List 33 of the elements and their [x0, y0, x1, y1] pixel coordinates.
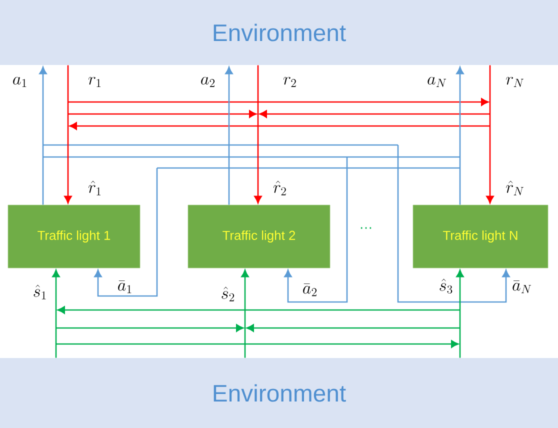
ellipsis-label: … [360, 227, 372, 229]
symbol-label: $\bar{a}_N$ [512, 280, 532, 294]
arrow [254, 65, 262, 204]
symbol-label: $\bar{a}_2$ [303, 284, 317, 296]
arrow [456, 270, 464, 358]
traffic-light-box: Traffic light 1 [8, 204, 140, 268]
traffic-light-box: Traffic light 2 [188, 204, 330, 268]
arrow [94, 168, 158, 297]
symbol-label: $a_2$ [201, 76, 215, 87]
symbol-label: $\hat{r}_1$ [88, 180, 101, 196]
symbol-label: $\hat{r}_N$ [506, 180, 524, 196]
symbol-label: $a_N$ [428, 76, 446, 87]
symbol-label: $r_2$ [284, 76, 296, 87]
symbol-label: $\hat{s}_3$ [440, 278, 452, 294]
symbol-label: $\bar{a}_1$ [118, 280, 132, 294]
arrow [64, 65, 72, 204]
arrow [225, 66, 233, 205]
symbol-label: $\hat{r}_2$ [274, 180, 286, 196]
arrow [456, 66, 464, 205]
symbol-label: $r_N$ [506, 76, 524, 87]
arrow [39, 66, 47, 205]
symbol-label: $a_1$ [13, 76, 26, 87]
arrow [397, 145, 510, 303]
arrow [486, 65, 494, 204]
arrow [52, 270, 60, 358]
environment-band: Environment [0, 358, 558, 428]
symbol-label: $\hat{s}_1$ [34, 284, 46, 300]
symbol-label: $r_1$ [88, 76, 101, 87]
environment-band: Environment [0, 0, 558, 65]
symbol-label: $\hat{s}_2$ [222, 286, 234, 302]
arrow [284, 157, 348, 303]
traffic-light-box: Traffic light N [412, 204, 548, 268]
arrow [241, 270, 249, 358]
